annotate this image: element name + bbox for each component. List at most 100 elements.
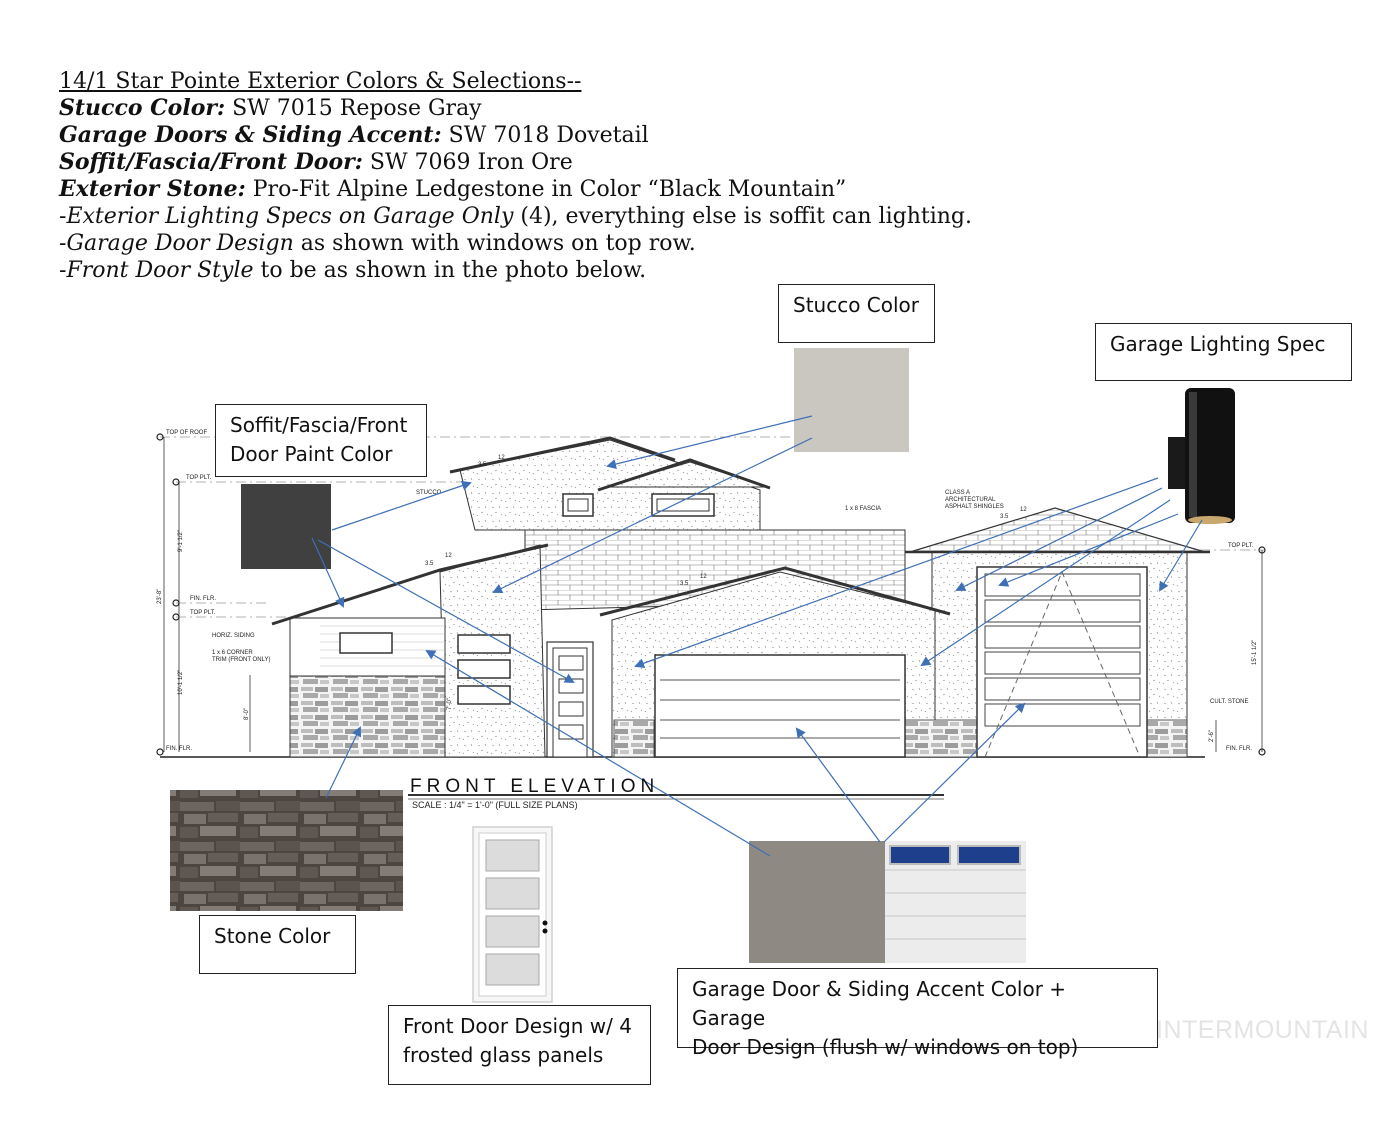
front-door-callout: Front Door Design w/ 4 frosted glass pan… — [388, 1005, 651, 1085]
soffit-swatch — [241, 484, 331, 569]
front-door-glass — [558, 655, 584, 740]
label-top-of-roof: TOP OF ROOF — [166, 430, 207, 436]
elevation-scale: SCALE : 1/4" = 1'-0" (FULL SIZE PLANS) — [412, 800, 578, 810]
label-dim-lower: 10'-1 1/2" — [178, 670, 184, 695]
garage-stone-left — [613, 719, 655, 758]
soffit-callout-line2: Door Paint Color — [230, 442, 393, 466]
label-dim-right: 15'-1 1/2" — [1252, 640, 1258, 665]
entry-window-2 — [457, 659, 511, 679]
label-shingles-1: CLASS A — [945, 490, 970, 496]
lighting-note-dash: - — [59, 204, 67, 229]
label-dim-8: 8'-0" — [244, 708, 250, 720]
label-fascia: 1 x 8 FASCIA — [845, 506, 881, 512]
upper-right-roof-line — [597, 458, 771, 492]
garage-design-note-rest: as shown with windows on top row. — [293, 231, 696, 256]
label-shingles-3: ASPHALT SHINGLES — [945, 504, 1004, 510]
garage-design-note-dash: - — [59, 231, 67, 256]
label-fin-flr-3: FIN. FLR. — [1226, 746, 1252, 752]
entry-window-3 — [457, 685, 511, 705]
garage-doors-line: Garage Doors & Siding Accent: SW 7018 Do… — [59, 122, 972, 149]
label-dim-2: 2'-6" — [1209, 730, 1215, 742]
elevation-title: FRONT ELEVATION — [410, 776, 660, 797]
garage-lighting-callout: Garage Lighting Spec — [1095, 323, 1352, 381]
header-title: 14/1 Star Pointe Exterior Colors & Selec… — [59, 69, 582, 94]
stucco-swatch — [794, 348, 909, 452]
front-door-photo — [472, 826, 553, 1003]
selections-header: 14/1 Star Pointe Exterior Colors & Selec… — [59, 68, 972, 284]
label-pitch-35-c: 3.5 — [680, 581, 689, 587]
right-stone — [1146, 719, 1188, 758]
stucco-color-callout-text: Stucco Color — [793, 293, 920, 317]
front-door-note-italic: Front Door Style — [66, 258, 254, 283]
label-pitch-12-b: 12 — [445, 553, 452, 559]
lighting-note-italic: Exterior Lighting Specs on Garage Only — [66, 204, 514, 229]
stucco-color-line: Stucco Color: SW 7015 Repose Gray — [59, 95, 972, 122]
garage-doors-value: SW 7018 Dovetail — [441, 123, 649, 148]
entry-window-1 — [457, 634, 511, 654]
label-fin-flr-1: FIN. FLR. — [190, 596, 216, 602]
soffit-value: SW 7069 Iron Ore — [362, 150, 573, 175]
label-corner-trim-2: TRIM (FRONT ONLY) — [212, 657, 270, 663]
front-door-callout-line2: frosted glass panels — [403, 1043, 604, 1067]
soffit-label: Soffit/Fascia/Front Door: — [59, 149, 363, 175]
garage-door-callout-line2: Door Design (flush w/ windows on top) — [692, 1035, 1079, 1059]
label-pitch-12-c: 12 — [700, 574, 707, 580]
stone-color-callout-text: Stone Color — [214, 924, 331, 948]
label-pitch-12-d: 12 — [1020, 507, 1027, 513]
garage-design-note-italic: Garage Door Design — [66, 231, 294, 256]
soffit-callout: Soffit/Fascia/Front Door Paint Color — [215, 404, 427, 477]
label-top-plt-3: TOP PLT. — [1228, 543, 1254, 549]
label-corner-trim-1: 1 x 6 CORNER — [212, 650, 253, 656]
stone-color-callout: Stone Color — [199, 915, 356, 974]
label-stucco: STUCCO — [416, 490, 442, 496]
label-pitch-35-a: 3.5 — [478, 462, 487, 468]
stucco-color-callout: Stucco Color — [778, 284, 935, 343]
dimension-lines — [163, 437, 1263, 752]
label-dim-total: 23'-8" — [157, 589, 163, 604]
garage-door-rv-panels — [984, 573, 1141, 727]
soffit-line: Soffit/Fascia/Front Door: SW 7069 Iron O… — [59, 149, 972, 176]
label-pitch-35-b: 3.5 — [425, 561, 434, 567]
garage-door-photo — [885, 841, 1026, 963]
light-fixture-photo — [1168, 388, 1235, 524]
label-top-plt-2: TOP PLT. — [190, 610, 216, 616]
left-roof-line — [271, 543, 549, 626]
exterior-stone-value: Pro-Fit Alpine Ledgestone in Color “Blac… — [245, 177, 847, 202]
stone-photo — [170, 790, 403, 911]
garage-lighting-callout-text: Garage Lighting Spec — [1110, 332, 1326, 356]
label-dim-upper: 9'-1 1/2" — [178, 530, 184, 552]
garage-door-main-panels — [660, 679, 900, 739]
garage-siding-swatch — [749, 841, 885, 963]
label-cult-stone: CULT. STONE — [1210, 699, 1248, 705]
front-door-note-rest: to be as shown in the photo below. — [253, 258, 647, 283]
label-dim-7: 7'-0" — [447, 698, 453, 710]
garage-door-main — [654, 654, 906, 758]
front-door-note: -Front Door Style to be as shown in the … — [59, 257, 972, 284]
garage-roof-line — [599, 566, 951, 617]
callout-arrows — [311, 415, 1203, 857]
garage-stone-right — [904, 719, 978, 758]
label-pitch-12-a: 12 — [498, 455, 505, 461]
soffit-callout-line1: Soffit/Fascia/Front — [230, 413, 408, 437]
watermark: INTERMOUNTAIN — [1156, 1016, 1369, 1044]
stucco-color-label: Stucco Color: — [59, 95, 226, 121]
left-stone-base — [289, 675, 446, 758]
label-horiz-siding: HORIZ. SIDING — [212, 633, 255, 639]
garage-door-callout-line1: Garage Door & Siding Accent Color + Gara… — [692, 977, 1067, 1030]
front-door-note-dash: - — [59, 258, 67, 283]
exterior-stone-line: Exterior Stone: Pro-Fit Alpine Ledgeston… — [59, 176, 972, 203]
upper-roof-line — [449, 436, 676, 474]
garage-design-note: -Garage Door Design as shown with window… — [59, 230, 972, 257]
upper-window-right-pane — [656, 498, 710, 512]
garage-doors-label: Garage Doors & Siding Accent: — [59, 122, 442, 148]
lighting-note: -Exterior Lighting Specs on Garage Only … — [59, 203, 972, 230]
garage-door-callout: Garage Door & Siding Accent Color + Gara… — [677, 968, 1158, 1059]
label-pitch-35-d: 3.5 — [1000, 514, 1009, 520]
front-door-callout-line1: Front Door Design w/ 4 — [403, 1014, 632, 1038]
label-shingles-2: ARCHITECTURAL — [945, 497, 996, 503]
label-top-plt-1: TOP PLT. — [186, 475, 212, 481]
upper-window-left-pane — [567, 498, 589, 512]
lighting-note-rest: (4), everything else is soffit can light… — [513, 204, 972, 229]
dimension-markers — [156, 433, 1266, 756]
